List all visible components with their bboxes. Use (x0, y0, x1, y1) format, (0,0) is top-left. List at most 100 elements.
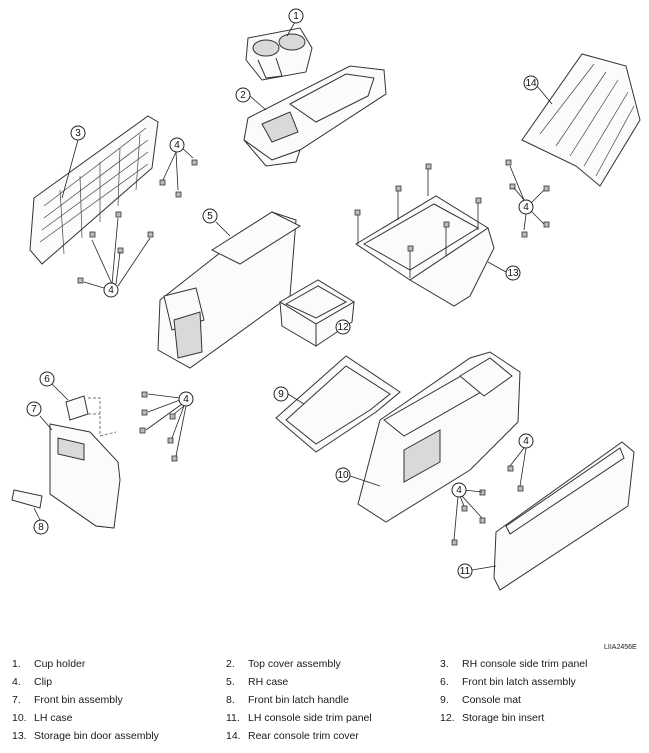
legend-item-number: 5. (226, 676, 235, 688)
legend-item-number: 1. (12, 658, 21, 670)
callout-3: 3 (70, 125, 86, 141)
rear-console-trim-cover-part (521, 53, 641, 187)
legend-item-label: Top cover assembly (248, 658, 341, 670)
callout-4e: 4 (518, 433, 534, 449)
legend-item: 3.RH console side trim panel (440, 658, 587, 670)
legend-item-label: RH case (248, 676, 289, 688)
callout-7: 7 (26, 401, 42, 417)
legend-item: 10. LH case (12, 712, 73, 724)
clip-group-left (77, 211, 154, 284)
console-mat-part (275, 355, 401, 453)
legend-item-label: Clip (34, 676, 53, 688)
legend-item-number: 10. (12, 712, 27, 724)
legend-item-label: LH console side trim panel (248, 712, 372, 724)
svg-text:11: 11 (460, 566, 471, 577)
legend-item-label: Cup holder (34, 658, 86, 670)
callout-14: 14 (523, 75, 539, 91)
legend-item-label: Storage bin insert (462, 712, 545, 724)
clip-group-lower-right (451, 465, 524, 546)
legend-item: 2. Top cover assembly (226, 658, 341, 670)
legend-item-number: 4. (12, 676, 21, 688)
legend-item-label: Front bin latch handle (248, 694, 349, 706)
legend-item-number: 6. (440, 676, 449, 688)
callout-4f: 4 (451, 482, 467, 498)
clip-group-upper (159, 159, 198, 198)
legend-item: 6. Front bin latch assembly (440, 676, 576, 688)
svg-text:10: 10 (337, 470, 349, 481)
legend-item-number: 14. (226, 730, 241, 742)
legend-item: 14. Rear console trim cover (226, 730, 359, 742)
svg-text:7: 7 (31, 404, 37, 415)
svg-text:4: 4 (456, 485, 462, 496)
legend-item-label: Front bin latch assembly (462, 676, 576, 688)
storage-bin-door-assembly-part (354, 163, 495, 307)
legend-item-label: Rear console trim cover (248, 730, 359, 742)
callout-4d: 4 (178, 391, 194, 407)
legend-row: 4. Clip 5. RH case 6. Front bin latch assembl… (0, 676, 649, 694)
legend-item-number: 12. (440, 712, 455, 724)
legend-item-number: 2. (226, 658, 235, 670)
callout-1: 1 (288, 8, 304, 24)
svg-text:4: 4 (183, 394, 189, 405)
exploded-parts-diagram: 1 2 3 4 14 4 5 4 (11, 8, 641, 591)
callout-8: 8 (33, 519, 49, 535)
legend-item-label: Storage bin door assembly (34, 730, 159, 742)
front-bin-latch-handle-part (11, 489, 43, 509)
storage-bin-insert-part (279, 279, 355, 347)
svg-text:2: 2 (240, 90, 246, 101)
callout-2: 2 (235, 87, 251, 103)
callout-10: 10 (335, 467, 351, 483)
legend-item-number: 8. (226, 694, 235, 706)
svg-text:5: 5 (207, 211, 213, 222)
legend-item: 13. Storage bin door assembly (12, 730, 159, 742)
legend-item-number: 9. (440, 694, 449, 706)
legend-item-label: LH case (34, 712, 73, 724)
callout-13: 13 (505, 265, 521, 281)
callout-4: 4 (169, 137, 185, 153)
callout-4c: 4 (103, 282, 119, 298)
front-bin-assembly-part (49, 423, 121, 529)
legend-item: 1. Cup holder (12, 658, 85, 670)
svg-text:3: 3 (75, 128, 81, 139)
legend-item: 5. RH case (226, 676, 288, 688)
legend-item-label: Front bin assembly (34, 694, 123, 706)
svg-text:14: 14 (525, 78, 537, 89)
top-cover-assembly-part (243, 65, 387, 167)
callout-4b: 4 (518, 199, 534, 215)
svg-text:4: 4 (523, 202, 529, 213)
callout-5: 5 (202, 208, 218, 224)
svg-text:12: 12 (337, 322, 349, 333)
legend-row: 13. Storage bin door assembly 14. Rear cons… (0, 730, 649, 748)
callout-9: 9 (273, 386, 289, 402)
svg-text:6: 6 (44, 374, 50, 385)
rh-console-side-trim-panel-part (29, 115, 159, 265)
svg-text:4: 4 (108, 285, 114, 296)
svg-text:1: 1 (293, 11, 299, 22)
svg-text:9: 9 (278, 389, 284, 400)
legend-row: 1. Cup holder 2. Top cover assembly 3.RH con… (0, 658, 649, 676)
legend-item-label: Console mat (462, 694, 521, 706)
lh-case-part (357, 351, 521, 523)
callout-11: 11 (457, 563, 473, 579)
rh-case-part (157, 211, 302, 369)
svg-text:4: 4 (523, 436, 529, 447)
clip-group-right (505, 159, 550, 238)
svg-text:13: 13 (507, 268, 519, 279)
legend-row: 7. Front bin assembly 8. Front bin latch ha… (0, 694, 649, 712)
callout-6: 6 (39, 371, 55, 387)
cup-holder-part (245, 27, 313, 81)
legend-item: 7. Front bin assembly (12, 694, 123, 706)
svg-text:4: 4 (174, 140, 180, 151)
legend-item-number: 13. (12, 730, 27, 742)
legend-item: 8. Front bin latch handle (226, 694, 349, 706)
legend-item: 12. Storage bin insert (440, 712, 544, 724)
legend-item: 11.LH console side trim panel (226, 712, 372, 724)
lh-console-side-trim-panel-part (493, 441, 635, 591)
legend-item-number: 7. (12, 694, 21, 706)
legend-row: 10. LH case 11.LH console side trim panel 1… (0, 712, 649, 730)
callout-12: 12 (335, 319, 351, 335)
svg-text:8: 8 (38, 522, 44, 533)
front-bin-latch-assembly-part (65, 395, 117, 437)
legend-item-number: 3. (440, 658, 449, 670)
figure-id: LIIA2456E (604, 644, 637, 651)
